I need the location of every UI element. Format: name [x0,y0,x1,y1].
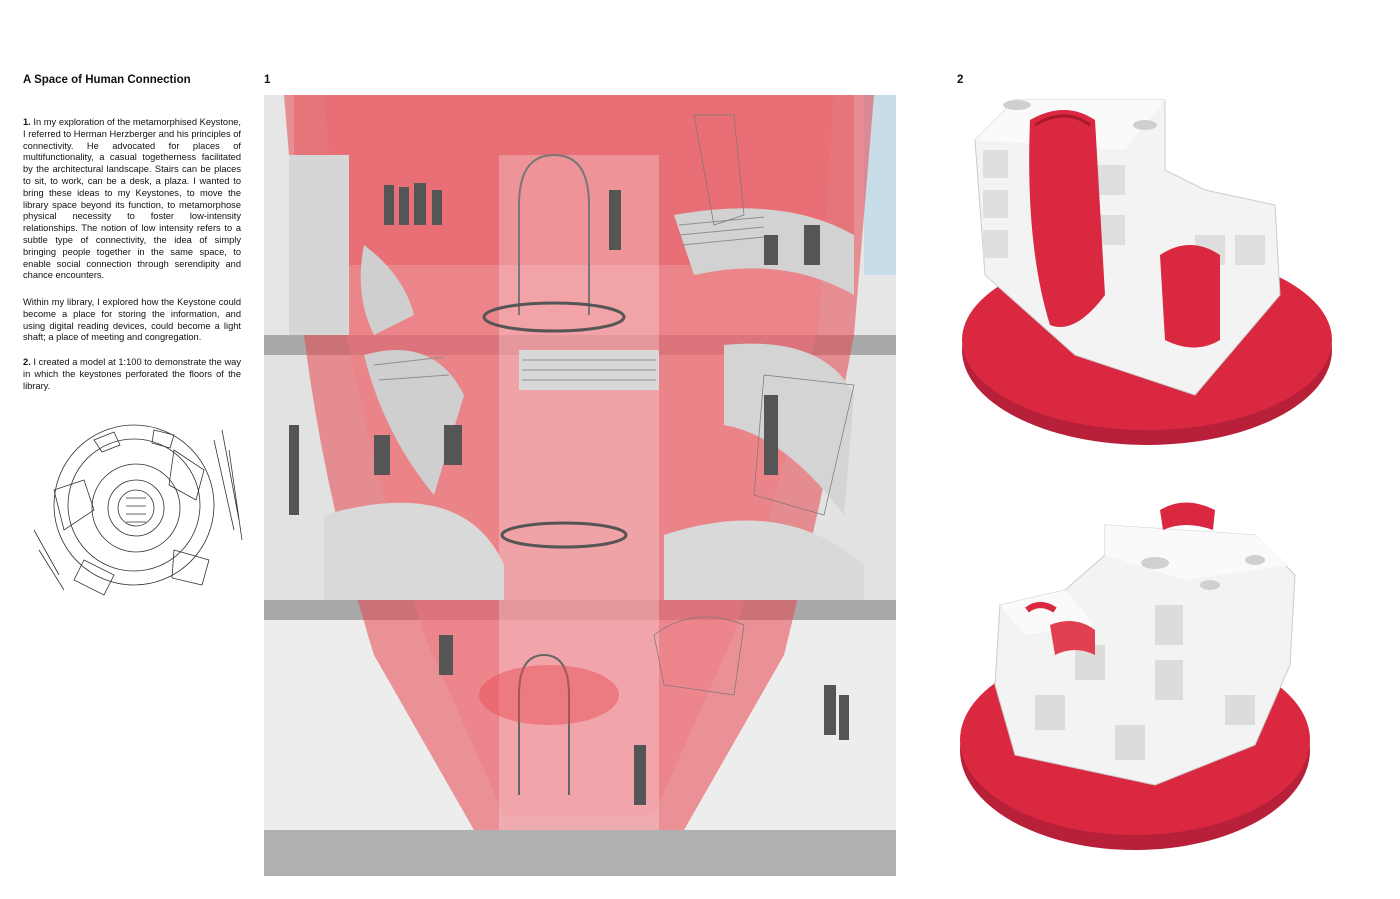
paragraph-1-number: 1. [23,117,31,127]
paragraph-3: 2. I created a model at 1:100 to demonst… [23,357,241,392]
paragraph-3-number: 2. [23,357,31,367]
paragraph-3-text: I created a model at 1:100 to demonstrat… [23,357,241,391]
paragraph-2: Within my library, I explored how the Ke… [23,297,241,344]
figure-1-label: 1 [264,74,271,86]
model-photo-2 [960,502,1310,850]
paragraph-1: 1. In my exploration of the metamorphise… [23,117,241,282]
paragraph-2-text: Within my library, I explored how the Ke… [23,297,241,343]
section-illustration [264,95,896,876]
paragraph-1-text: In my exploration of the metamorphised K… [23,117,241,281]
figure-2-label: 2 [957,74,964,86]
model-photo-1 [962,99,1332,445]
plan-sketch [33,424,243,596]
library-section-drawing [264,95,896,876]
page-title: A Space of Human Connection [23,74,191,86]
